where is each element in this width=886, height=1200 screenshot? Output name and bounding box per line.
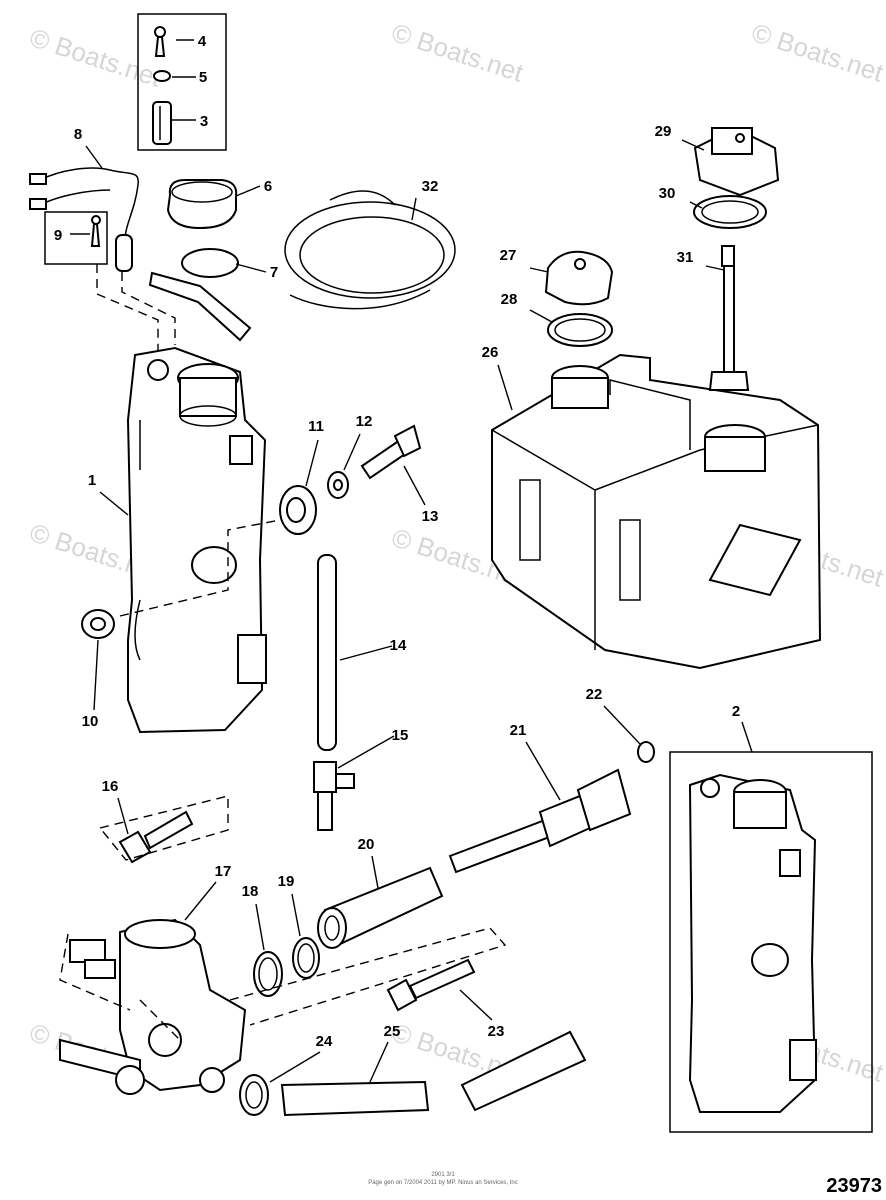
callout-30: 30 [659,185,676,202]
callout-21: 21 [510,722,527,739]
callout-2: 2 [732,703,740,720]
bolt-part-13[interactable] [360,424,422,480]
sensor-cap-part-29[interactable] [693,126,780,197]
callout-8: 8 [74,126,82,143]
o-ring-part-18[interactable] [253,951,283,997]
callout-31: 31 [677,249,694,266]
clamp-part-24[interactable] [239,1074,269,1116]
o-ring-part-19[interactable] [292,937,320,979]
callout-1: 1 [88,472,96,489]
hose-part-25[interactable] [280,1030,587,1117]
callout-24: 24 [316,1033,333,1050]
bolt-part-23[interactable] [386,958,476,1012]
oil-tank-part-2[interactable] [688,773,817,1113]
oil-tank-part-1[interactable] [126,346,267,734]
callout-28: 28 [501,291,518,308]
grommet-part-10[interactable] [81,609,115,639]
washer-part-12[interactable] [327,471,349,499]
callout-25: 25 [384,1023,401,1040]
oil-reservoir-part-26[interactable] [491,353,822,670]
callout-12: 12 [356,413,373,430]
filler-cap-part-6[interactable] [166,179,238,230]
reservoir-cap-part-27[interactable] [544,250,614,306]
gasket-part-30[interactable] [693,195,767,229]
cap-strap-part-7[interactable] [148,248,252,342]
callout-20: 20 [358,836,375,853]
screw-part-9[interactable] [90,215,101,247]
pickup-tube-part-31[interactable] [708,245,750,391]
callout-5: 5 [199,69,207,86]
callout-6: 6 [264,178,272,195]
oil-tank-part-2-box [669,751,873,1133]
watermark-text: © Boats.net [26,22,166,93]
callout-4: 4 [198,33,207,50]
callout-27: 27 [500,247,517,264]
washer-part-22[interactable] [637,741,655,763]
callout-16: 16 [102,778,119,795]
sleeve-part-20[interactable] [317,866,444,949]
sleeve-part-3[interactable] [152,101,172,145]
callout-23: 23 [488,1023,505,1040]
callout-19: 19 [278,873,295,890]
callout-29: 29 [655,123,672,140]
grommet-part-11[interactable] [279,485,317,535]
fitting-part-15[interactable] [313,761,355,831]
bolt-part-16[interactable] [118,810,194,864]
screw-box-9 [44,211,108,265]
hardware-box [137,13,227,151]
watermark-text: © Boats.net [388,17,528,88]
callout-17: 17 [215,863,232,880]
drive-shaft-part-21[interactable] [448,768,632,874]
callout-10: 10 [82,713,99,730]
footer-line-2: Page gen on 7/2004 2011 by MP. Ninus an … [368,1180,518,1186]
washer-part-5[interactable] [153,70,171,82]
callout-32: 32 [422,178,439,195]
tube-part-14[interactable] [317,554,337,751]
oil-pump-part-17[interactable] [59,918,247,1095]
figure-number: 23973 [826,1175,882,1197]
screw-part-4[interactable] [154,26,166,57]
gasket-part-28[interactable] [547,313,613,347]
watermark-text: © Boats.net [748,17,886,88]
callout-9: 9 [54,227,62,244]
callout-13: 13 [422,508,439,525]
callout-22: 22 [586,686,603,703]
wire-harness-part-8[interactable] [29,167,139,272]
leader-lines [70,39,753,1083]
callout-18: 18 [242,883,259,900]
callout-26: 26 [482,344,499,361]
hose-coil-part-32[interactable] [284,190,456,310]
callout-14: 14 [390,637,407,654]
assembly-guides [59,264,507,1041]
callout-11: 11 [308,418,324,435]
callout-15: 15 [392,727,409,744]
callout-7: 7 [270,264,278,281]
callout-3: 3 [200,113,208,130]
footer-line-1: 2901 3/1 [431,1172,455,1178]
